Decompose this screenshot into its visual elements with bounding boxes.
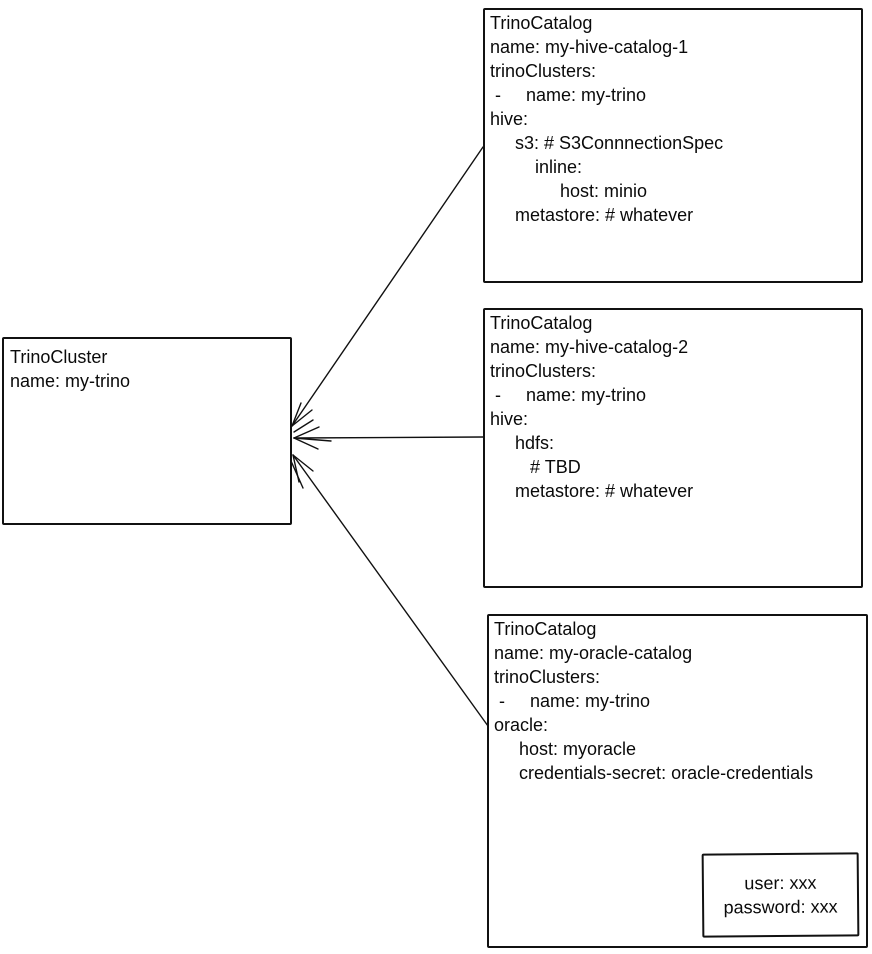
yaml-line: trinoClusters: — [494, 667, 601, 687]
trino-catalog-1-box: TrinoCatalog name: my-hive-catalog-1 tri… — [483, 8, 863, 283]
yaml-line: user: xxx — [744, 872, 817, 894]
trino-catalog-2-box: TrinoCatalog name: my-hive-catalog-2 tri… — [483, 308, 863, 588]
yaml-line: s3: # S3ConnnectionSpec — [490, 133, 724, 153]
yaml-line: TrinoCatalog — [494, 619, 597, 639]
yaml-line: metastore: # whatever — [490, 205, 694, 225]
yaml-line: TrinoCatalog — [490, 13, 593, 33]
yaml-line: password: xxx — [723, 896, 838, 918]
oracle-credentials-secret-box: user: xxx password: xxx — [701, 852, 860, 938]
yaml-line: hive: — [490, 109, 529, 129]
connector-catalog2-to-cluster — [293, 426, 484, 450]
arrowhead — [293, 437, 319, 450]
yaml-line: TrinoCluster — [10, 347, 108, 367]
yaml-line: - name: my-trino — [490, 85, 647, 105]
arrowhead — [293, 437, 332, 442]
yaml-line: name: my-hive-catalog-2 — [490, 337, 689, 357]
yaml-line: host: minio — [490, 181, 648, 201]
connector-catalog3-to-cluster — [290, 454, 489, 727]
yaml-line: hdfs: — [490, 433, 555, 453]
yaml-line: name: my-oracle-catalog — [494, 643, 693, 663]
yaml-line: oracle: — [494, 715, 549, 735]
yaml-line: credentials-secret: oracle-credentials — [494, 763, 814, 783]
arrowhead — [291, 402, 302, 427]
yaml-line: trinoClusters: — [490, 361, 597, 381]
yaml-line: name: my-hive-catalog-1 — [490, 37, 689, 57]
yaml-line: TrinoCatalog — [490, 313, 593, 333]
yaml-line: metastore: # whatever — [490, 481, 694, 501]
connector-catalog1-to-cluster — [291, 146, 484, 433]
arrowhead — [290, 460, 304, 489]
yaml-line: - name: my-trino — [490, 385, 647, 405]
arrowhead — [292, 454, 314, 472]
yaml-line: trinoClusters: — [490, 61, 597, 81]
yaml-line: name: my-trino — [10, 371, 131, 391]
yaml-line: host: myoracle — [494, 739, 637, 759]
arrowhead — [292, 454, 300, 483]
arrowhead — [291, 409, 313, 427]
yaml-line: inline: — [490, 157, 583, 177]
yaml-line: # TBD — [490, 457, 581, 477]
arrowhead — [293, 426, 320, 439]
arrowhead — [293, 419, 314, 433]
yaml-line: hive: — [490, 409, 529, 429]
trino-cluster-box: TrinoCluster name: my-trino — [2, 337, 292, 525]
yaml-line: - name: my-trino — [494, 691, 651, 711]
